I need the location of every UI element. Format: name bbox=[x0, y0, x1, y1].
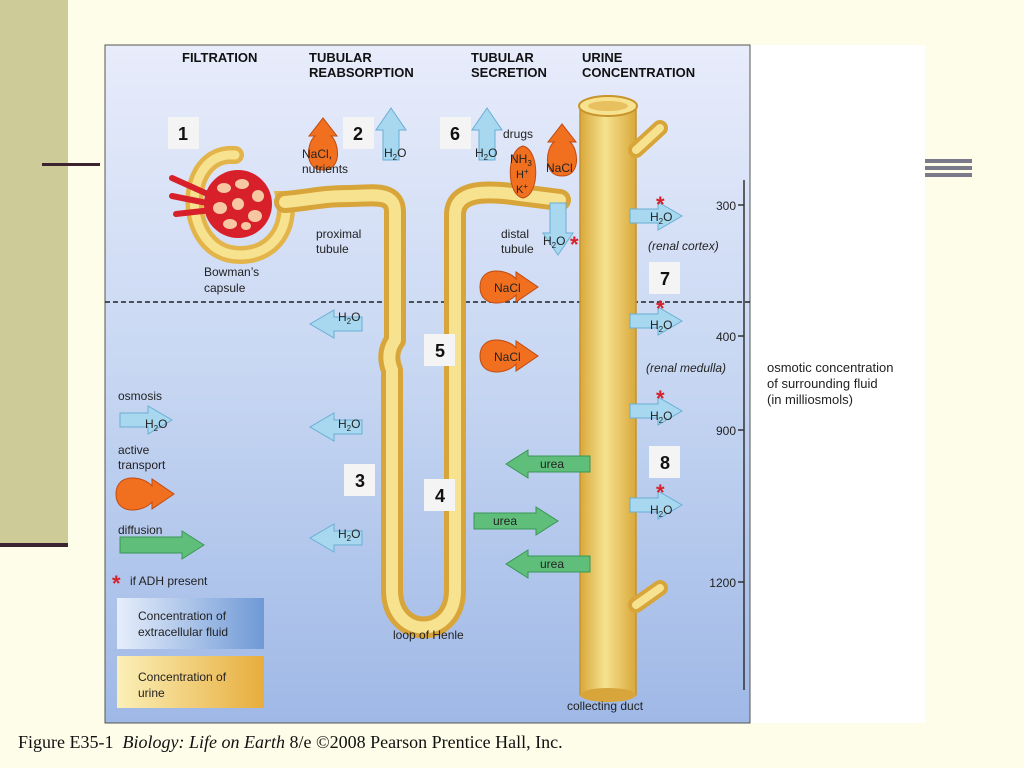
scale-tick-label: 300 bbox=[716, 199, 736, 213]
label-water: H2O bbox=[543, 234, 565, 250]
label-nh3: NH3 bbox=[510, 152, 532, 168]
osmotic-scale: 300 400 900 1200 bbox=[709, 180, 745, 690]
scale-tick-label: 900 bbox=[716, 424, 736, 438]
legend-urine: Concentration of bbox=[138, 670, 227, 684]
legend-urine-swatch bbox=[117, 656, 264, 708]
figure-caption: Figure E35-1 Biology: Life on Earth 8/e … bbox=[18, 732, 563, 753]
label-k-plus: K+ bbox=[516, 182, 528, 196]
legend-extracellular: Concentration of bbox=[138, 609, 227, 623]
legend-diffusion: diffusion bbox=[118, 523, 162, 537]
label-water: H2O bbox=[145, 417, 167, 433]
divider-right bbox=[924, 166, 972, 170]
label-collecting-duct: collecting duct bbox=[567, 699, 644, 713]
slide-sidebar bbox=[0, 0, 68, 545]
label-water: H2O bbox=[650, 210, 672, 226]
label-renal-cortex: (renal cortex) bbox=[648, 239, 719, 253]
label-water: H2O bbox=[650, 409, 672, 425]
scale-tick-label: 1200 bbox=[709, 576, 736, 590]
label-urea: urea bbox=[540, 557, 564, 571]
label-proximal-tubule: tubule bbox=[316, 242, 349, 256]
step-number: 5 bbox=[435, 341, 445, 361]
label-nacl-nutrients: NaCl, bbox=[302, 147, 332, 161]
label-water: H2O bbox=[338, 417, 360, 433]
label-nacl: NaCl bbox=[494, 281, 521, 295]
nephron bbox=[185, 95, 668, 702]
step-number: 4 bbox=[435, 486, 445, 506]
label-bowmans-capsule: Bowman’s bbox=[204, 265, 259, 279]
label-water: H2O bbox=[384, 146, 406, 162]
header-reabsorption: TUBULAR bbox=[309, 50, 372, 65]
caption-figure-number: Figure E35-1 bbox=[18, 732, 114, 752]
scale-tick-label: 400 bbox=[716, 330, 736, 344]
caption-book-title: Biology: Life on Earth bbox=[122, 732, 285, 752]
label-loop-of-henle: loop of Henle bbox=[393, 628, 464, 642]
scale-label: osmotic concentration bbox=[767, 360, 893, 375]
collecting-duct bbox=[579, 109, 637, 696]
legend-extracellular-swatch bbox=[117, 598, 264, 649]
adh-star: * bbox=[656, 192, 665, 217]
label-distal-tubule: tubule bbox=[501, 242, 534, 256]
step-number: 3 bbox=[355, 471, 365, 491]
adh-star: * bbox=[656, 296, 665, 321]
legend-active-transport: active bbox=[118, 443, 150, 457]
header-concentration: URINE bbox=[582, 50, 623, 65]
step-number: 2 bbox=[353, 124, 363, 144]
divider-bottom bbox=[0, 543, 68, 547]
label-urea: urea bbox=[493, 514, 517, 528]
scale-label: (in milliosmols) bbox=[767, 392, 853, 407]
label-bowmans-capsule: capsule bbox=[204, 281, 246, 295]
adh-star: * bbox=[570, 232, 579, 257]
legend-adh: if ADH present bbox=[130, 574, 208, 588]
step-number: 8 bbox=[660, 453, 670, 473]
divider-right bbox=[924, 159, 972, 163]
active-transport-icon bbox=[509, 145, 537, 199]
label-distal-tubule: distal bbox=[501, 227, 529, 241]
label-water: H2O bbox=[650, 503, 672, 519]
divider-left bbox=[42, 163, 100, 166]
label-nacl-nutrients: nutrients bbox=[302, 162, 348, 176]
header-reabsorption: REABSORPTION bbox=[309, 65, 414, 80]
label-water: H2O bbox=[338, 527, 360, 543]
label-water: H2O bbox=[475, 146, 497, 162]
adh-star: * bbox=[112, 571, 121, 596]
label-water: H2O bbox=[338, 310, 360, 326]
label-renal-medulla: (renal medulla) bbox=[646, 361, 726, 375]
legend-extracellular: extracellular fluid bbox=[138, 625, 228, 639]
legend: osmosis H2O active transport diffusion *… bbox=[112, 389, 264, 708]
label-nacl: NaCl bbox=[546, 161, 573, 175]
label-water: H2O bbox=[650, 318, 672, 334]
label-nacl: NaCl bbox=[494, 350, 521, 364]
caption-edition: 8/e ©2008 Pearson Prentice Hall, Inc. bbox=[289, 732, 563, 752]
label-urea: urea bbox=[540, 457, 564, 471]
divider-right bbox=[924, 173, 972, 177]
step-number: 6 bbox=[450, 124, 460, 144]
header-concentration: CONCENTRATION bbox=[582, 65, 695, 80]
header-filtration: FILTRATION bbox=[182, 50, 257, 65]
label-drugs: drugs bbox=[503, 127, 533, 141]
header-secretion: TUBULAR bbox=[471, 50, 534, 65]
legend-osmosis: osmosis bbox=[118, 389, 162, 403]
step-number: 7 bbox=[660, 269, 670, 289]
glomerulus bbox=[169, 170, 272, 238]
label-proximal-tubule: proximal bbox=[316, 227, 361, 241]
label-h-plus: H+ bbox=[516, 167, 529, 181]
scale-panel bbox=[750, 45, 925, 723]
adh-star: * bbox=[656, 386, 665, 411]
step-number: 1 bbox=[178, 124, 188, 144]
header-secretion: SECRETION bbox=[471, 65, 547, 80]
adh-star: * bbox=[656, 480, 665, 505]
legend-active-transport: transport bbox=[118, 458, 166, 472]
legend-urine: urine bbox=[138, 686, 165, 700]
scale-label: of surrounding fluid bbox=[767, 376, 878, 391]
